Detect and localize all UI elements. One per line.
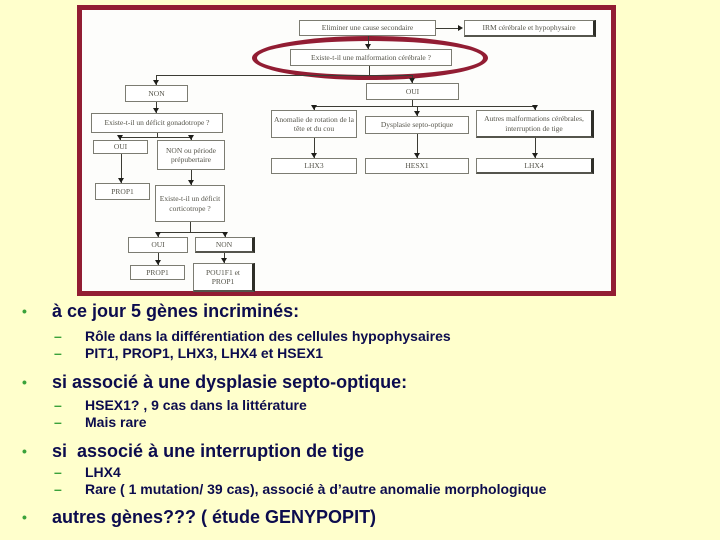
dash-icon: – bbox=[54, 481, 62, 497]
sub-bullet-text: Rôle dans la différentiation des cellule… bbox=[85, 328, 451, 344]
node-prop1-a: PROP1 bbox=[95, 183, 150, 200]
bullet-item-2: • si associé à une dysplasie septo-optiq… bbox=[22, 371, 716, 393]
node-anomalie-rotation: Anomalie de rotation de la tête et du co… bbox=[271, 110, 357, 138]
bullet-item-4: • autres gènes??? ( étude GENYPOPIT) bbox=[22, 506, 716, 528]
bullet-text: si associé à une interruption de tige bbox=[52, 441, 365, 461]
connector-arrow-down-icon bbox=[155, 260, 161, 265]
bullet-text: à ce jour 5 gènes incriminés: bbox=[52, 301, 300, 321]
connector-arrow-down-icon bbox=[188, 135, 194, 140]
connector-line bbox=[314, 106, 535, 107]
bullet-dot-icon: • bbox=[22, 303, 27, 319]
connector-arrow-right-icon bbox=[458, 25, 463, 31]
node-non-3: NON bbox=[195, 237, 255, 253]
connector-arrow-down-icon bbox=[118, 178, 124, 183]
bullet-text: si associé à une dysplasie septo-optique… bbox=[52, 372, 408, 392]
connector-line bbox=[369, 66, 370, 75]
bullet-item-1: • à ce jour 5 gènes incriminés: bbox=[22, 300, 716, 322]
bullet-dot-icon: • bbox=[22, 509, 27, 525]
sub-bullet-item: – LHX4 bbox=[54, 464, 716, 480]
flowchart-canvas: Eliminer une cause secondaire IRM cérébr… bbox=[82, 10, 611, 292]
connector-arrow-down-icon bbox=[222, 232, 228, 237]
connector-arrow-down-icon bbox=[311, 153, 317, 158]
node-eliminer-cause-secondaire: Eliminer une cause secondaire bbox=[299, 20, 436, 36]
node-irm-cerebrale: IRM cérébrale et hypophysaire bbox=[464, 20, 596, 37]
bullet-dot-icon: • bbox=[22, 374, 27, 390]
dash-icon: – bbox=[54, 345, 62, 361]
sub-bullet-item: – Rare ( 1 mutation/ 39 cas), associé à … bbox=[54, 481, 716, 497]
connector-arrow-down-icon bbox=[409, 78, 415, 83]
connector-arrow-down-icon bbox=[311, 105, 317, 110]
connector-line bbox=[412, 100, 413, 106]
connector-arrow-down-icon bbox=[155, 232, 161, 237]
node-hesx1: HESX1 bbox=[365, 158, 469, 174]
bullet-item-3: • si associé à une interruption de tige bbox=[22, 440, 716, 462]
bullet-dot-icon: • bbox=[22, 443, 27, 459]
connector-arrow-down-icon bbox=[414, 153, 420, 158]
node-prop1-b: PROP1 bbox=[130, 265, 185, 280]
connector-arrow-down-icon bbox=[414, 111, 420, 116]
node-oui-2: OUI bbox=[93, 140, 148, 154]
sub-bullet-text: HSEX1? , 9 cas dans la littérature bbox=[85, 397, 307, 413]
sub-bullet-item: – HSEX1? , 9 cas dans la littérature bbox=[54, 397, 716, 413]
connector-line bbox=[157, 133, 158, 137]
node-pou1f1-prop1: POU1F1 et PROP1 bbox=[193, 263, 255, 292]
connector-arrow-down-icon bbox=[153, 108, 159, 113]
connector-arrow-down-icon bbox=[153, 80, 159, 85]
node-autres-malformations: Autres malformations cérébrales, interru… bbox=[476, 110, 594, 138]
connector-line bbox=[314, 138, 315, 158]
connector-line bbox=[436, 28, 461, 29]
connector-arrow-down-icon bbox=[221, 258, 227, 263]
node-non-1: NON bbox=[125, 85, 188, 102]
connector-line bbox=[121, 154, 122, 183]
connector-arrow-down-icon bbox=[117, 135, 123, 140]
connector-line bbox=[156, 75, 413, 76]
bullet-text: autres gènes??? ( étude GENYPOPIT) bbox=[52, 507, 377, 527]
dash-icon: – bbox=[54, 397, 62, 413]
connector-arrow-down-icon bbox=[532, 105, 538, 110]
dash-icon: – bbox=[54, 328, 62, 344]
highlight-ellipse bbox=[252, 36, 488, 80]
connector-line bbox=[158, 232, 225, 233]
connector-line bbox=[158, 253, 159, 265]
connector-line bbox=[190, 222, 191, 232]
connector-arrow-down-icon bbox=[188, 180, 194, 185]
connector-line bbox=[120, 137, 191, 138]
node-dysplasie-septo-optique: Dysplasie septo-optique bbox=[365, 116, 469, 134]
flowchart-panel: Eliminer une cause secondaire IRM cérébr… bbox=[77, 5, 616, 296]
connector-arrow-down-icon bbox=[365, 44, 371, 49]
node-oui-3: OUI bbox=[128, 237, 188, 253]
node-oui-1: OUI bbox=[366, 83, 459, 100]
sub-bullet-text: Mais rare bbox=[85, 414, 147, 430]
node-lhx4: LHX4 bbox=[476, 158, 594, 174]
sub-bullet-text: PIT1, PROP1, LHX3, LHX4 et HSEX1 bbox=[85, 345, 324, 361]
connector-line bbox=[191, 170, 192, 185]
connector-line bbox=[156, 102, 157, 113]
node-deficit-gonadotrope: Existe-t-il un déficit gonadotrope ? bbox=[91, 113, 223, 133]
sub-bullet-text: Rare ( 1 mutation/ 39 cas), associé à d’… bbox=[85, 481, 547, 497]
sub-bullet-item: – Mais rare bbox=[54, 414, 716, 430]
node-lhx3: LHX3 bbox=[271, 158, 357, 174]
connector-line bbox=[417, 134, 418, 158]
node-deficit-corticotrope: Existe-t-il un déficit corticotrope ? bbox=[155, 185, 225, 222]
sub-bullet-item: – PIT1, PROP1, LHX3, LHX4 et HSEX1 bbox=[54, 345, 716, 361]
dash-icon: – bbox=[54, 414, 62, 430]
connector-line bbox=[535, 138, 536, 158]
sub-bullet-item: – Rôle dans la différentiation des cellu… bbox=[54, 328, 716, 344]
connector-line bbox=[368, 36, 369, 49]
connector-arrow-down-icon bbox=[532, 153, 538, 158]
sub-bullet-text: LHX4 bbox=[85, 464, 121, 480]
node-non-periode-prepubertaire: NON ou période prépubertaire bbox=[157, 140, 225, 170]
dash-icon: – bbox=[54, 464, 62, 480]
